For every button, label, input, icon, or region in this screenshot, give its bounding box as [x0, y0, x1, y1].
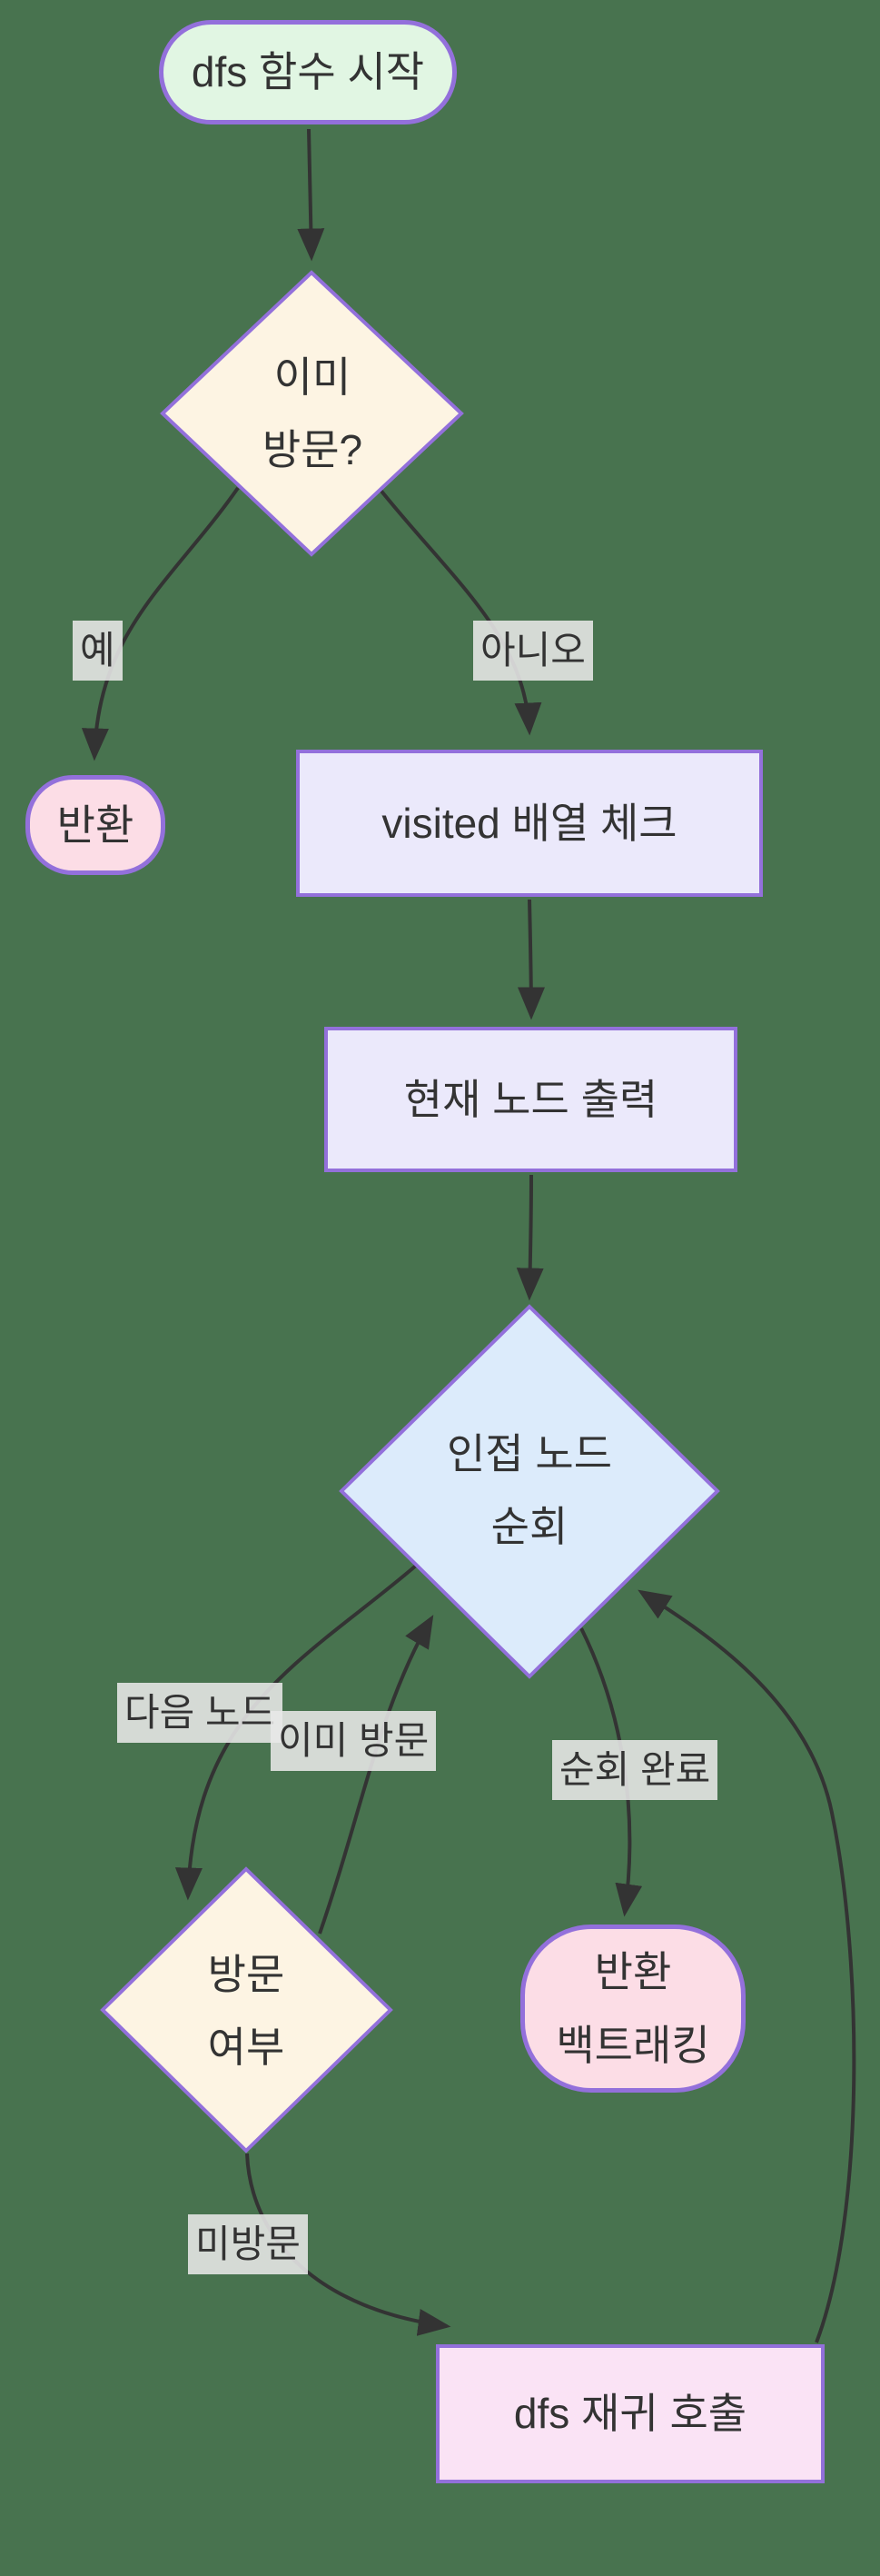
edge-visited-check-to-print: [517, 899, 545, 1020]
dfs-recursive-call-label: dfs 재귀 호출: [513, 2390, 747, 2438]
edge-visit-decision-to-adjacent: [318, 1615, 434, 1934]
return-backtrack-line1: 반환: [594, 1948, 672, 1995]
visited-check-label: visited 배열 체크: [381, 799, 677, 847]
edge-label-loop-complete: 순회 완료: [552, 1740, 718, 1800]
edge-already-visited-to-visited-check: [378, 487, 542, 736]
start-node: dfs 함수 시작: [159, 20, 457, 124]
return-node: 반환: [25, 775, 165, 875]
edge-label-yes: 예: [73, 621, 123, 681]
visited-check-node: visited 배열 체크: [296, 750, 763, 897]
edge-already-visited-to-return: [81, 486, 240, 761]
edge-label-next-node: 다음 노드: [117, 1683, 283, 1743]
dfs-recursive-call-node: dfs 재귀 호출: [436, 2344, 825, 2483]
edge-print-to-adjacent: [516, 1174, 544, 1301]
print-current-node: 현재 노드 출력: [324, 1027, 737, 1172]
return-node-label: 반환: [56, 801, 134, 849]
edge-dfs-call-to-adjacent: [638, 1589, 856, 2343]
already-visited-diamond-shape: [160, 270, 464, 557]
edge-start-to-already-visited: [297, 128, 325, 262]
return-backtrack-node: 반환 백트래킹: [520, 1925, 746, 2093]
visit-decision-diamond-shape: [100, 1866, 393, 2153]
edge-label-not-visited: 미방문: [188, 2214, 308, 2274]
print-current-label: 현재 노드 출력: [403, 1075, 658, 1123]
start-node-label: dfs 함수 시작: [191, 48, 425, 96]
adjacent-loop-diamond-shape: [339, 1304, 720, 1679]
edge-label-no: 아니오: [473, 621, 593, 681]
return-backtrack-line2: 백트래킹: [556, 2021, 710, 2069]
edge-label-already-visited: 이미 방문: [271, 1711, 437, 1771]
